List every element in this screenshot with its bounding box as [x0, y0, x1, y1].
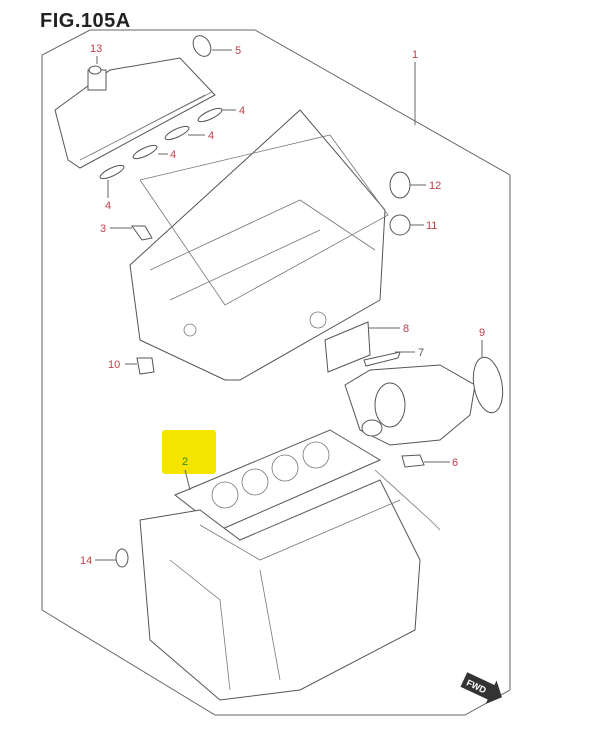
part-7-gasket	[363, 351, 401, 367]
part-4-gaskets	[99, 107, 223, 180]
part-6-gasket	[401, 454, 425, 468]
part-9-ring	[472, 356, 504, 414]
callout-7: 7	[418, 347, 424, 359]
callout-4-c: 4	[170, 149, 176, 161]
leader-lines	[95, 49, 483, 561]
callout-8: 8	[403, 323, 409, 335]
part-14-seal	[115, 548, 129, 568]
part-8-gasket	[324, 321, 371, 373]
callout-3: 3	[100, 223, 106, 235]
part-13-cap	[88, 65, 102, 75]
callout-14: 14	[80, 555, 92, 567]
callout-11: 11	[426, 220, 437, 232]
callout-4-b: 4	[208, 130, 214, 142]
intake-manifold	[54, 57, 216, 169]
cylinder-head	[129, 109, 389, 381]
callout-10: 10	[108, 359, 120, 371]
part-12-clamp	[389, 171, 411, 199]
part-10-fitting	[136, 357, 155, 375]
part-5-seal	[192, 35, 212, 57]
callout-9: 9	[479, 327, 485, 339]
callout-2[interactable]: 2	[182, 456, 188, 468]
callout-1: 1	[412, 49, 418, 61]
callout-13: 13	[90, 43, 102, 55]
fwd-arrow-icon: FWD	[460, 672, 502, 705]
part-11-oring	[389, 214, 411, 236]
kit-outline	[41, 29, 511, 716]
callout-5: 5	[235, 45, 241, 57]
figure-title: FIG.105A	[40, 10, 131, 32]
cylinder-block	[139, 469, 441, 701]
part-3-sensor	[131, 225, 153, 241]
callout-4-a: 4	[239, 105, 245, 117]
callout-6: 6	[452, 457, 458, 469]
callout-4-d: 4	[105, 200, 111, 212]
callout-12: 12	[429, 180, 441, 192]
part-2-highlight[interactable]	[162, 430, 216, 474]
turbocharger	[344, 364, 476, 446]
